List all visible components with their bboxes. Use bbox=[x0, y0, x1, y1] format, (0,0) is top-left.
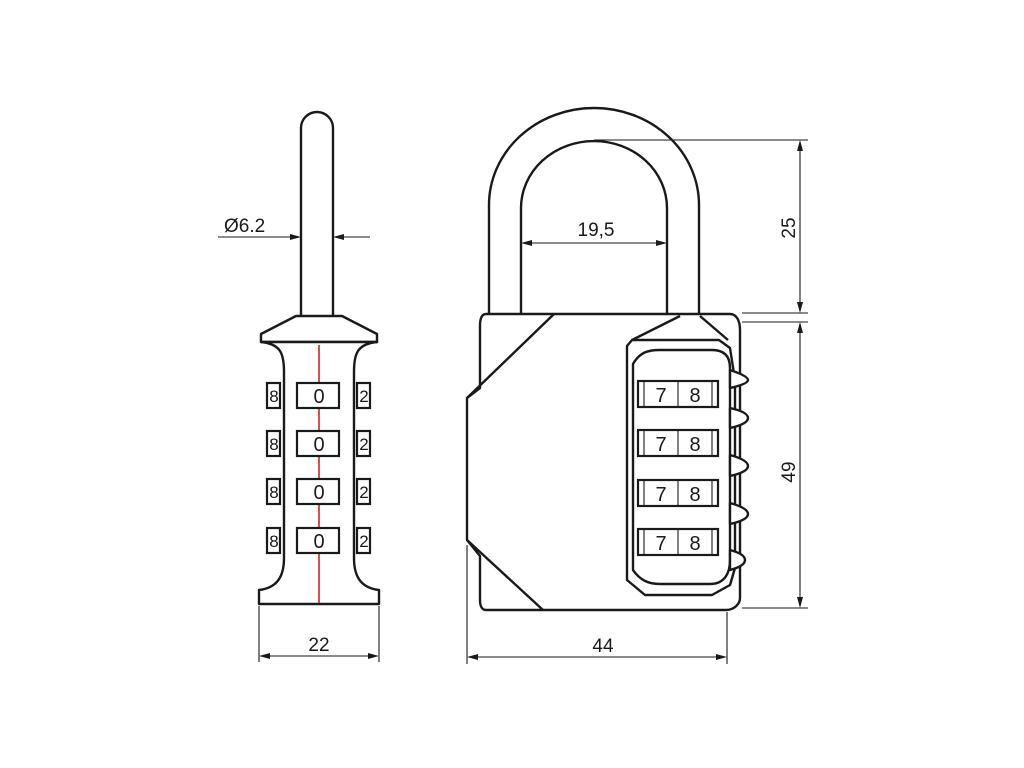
dimension-side-width-label: 22 bbox=[308, 635, 329, 656]
side-wheel-left-stub bbox=[265, 477, 282, 506]
dimension-shackle-height: 25 bbox=[594, 139, 808, 314]
side-wheel-center-digit: 0 bbox=[313, 386, 324, 408]
side-wheel-right-stub bbox=[355, 381, 372, 410]
side-wheel-window bbox=[295, 429, 341, 458]
side-wheel-left-digit: 8 bbox=[269, 483, 278, 502]
side-wheel-left-stub bbox=[265, 381, 282, 410]
dimension-side-width: 22 bbox=[258, 606, 380, 662]
front-wheel-edge bbox=[728, 501, 750, 526]
side-wheel-center-digit: 0 bbox=[313, 482, 324, 504]
dimension-inner-width: 19,5 bbox=[521, 220, 667, 246]
side-wheel-left-digit: 8 bbox=[269, 435, 278, 454]
side-wheel-window bbox=[295, 526, 341, 555]
front-body-bevel-top bbox=[466, 313, 555, 399]
dimension-shackle-diameter-label: Ø6.2 bbox=[224, 216, 265, 237]
side-wheel-center-digit: 0 bbox=[313, 531, 324, 553]
side-wheel-right-digit: 2 bbox=[359, 532, 368, 551]
side-body-cap bbox=[259, 314, 379, 344]
front-wheel-row: 7 8 bbox=[636, 379, 720, 409]
side-wheel-row: 0 8 2 bbox=[265, 381, 372, 410]
side-wheel-left-stub bbox=[265, 526, 282, 555]
side-wheel-right-digit: 2 bbox=[359, 435, 368, 454]
front-wheel-edge bbox=[728, 406, 750, 430]
front-wheel-digit-right: 8 bbox=[689, 533, 700, 555]
front-wheel-digit-left: 7 bbox=[655, 533, 666, 555]
front-wheel-row: 7 8 bbox=[636, 527, 720, 557]
side-wheel-left-stub bbox=[265, 429, 282, 458]
side-wheel-right-digit: 2 bbox=[359, 483, 368, 502]
side-wheel-row: 0 8 2 bbox=[265, 477, 372, 506]
side-shackle-rod bbox=[299, 110, 335, 320]
side-view: 0 8 2 0 8 2 0 8 2 0 8 bbox=[218, 110, 381, 662]
front-wheel-digit-left: 7 bbox=[655, 434, 666, 456]
side-wheel-right-stub bbox=[355, 429, 372, 458]
dimension-body-height-label: 49 bbox=[779, 461, 800, 482]
front-wheel-digit-left: 7 bbox=[655, 484, 666, 506]
front-wheel-row: 7 8 bbox=[636, 428, 720, 458]
front-wheel-edge bbox=[728, 548, 747, 572]
side-wheel-right-digit: 2 bbox=[359, 387, 368, 406]
dimension-body-height: 49 bbox=[742, 321, 808, 609]
front-body-bevel-bottom bbox=[466, 539, 544, 611]
front-wheel-edge bbox=[728, 368, 750, 390]
side-wheel-row: 0 8 2 bbox=[265, 526, 372, 555]
side-wheel-window bbox=[295, 381, 341, 410]
front-wheel-digit-right: 8 bbox=[689, 385, 700, 407]
front-wheel-digit-right: 8 bbox=[689, 434, 700, 456]
front-wheel-digit-left: 7 bbox=[655, 385, 666, 407]
dimension-body-width: 44 bbox=[466, 545, 728, 664]
side-wheel-right-stub bbox=[355, 477, 372, 506]
side-wheel-row: 0 8 2 bbox=[265, 429, 372, 458]
dimension-shackle-height-label: 25 bbox=[779, 217, 800, 238]
front-dial-bezel-top-edge bbox=[699, 315, 729, 341]
dimension-inner-width-label: 19,5 bbox=[578, 220, 615, 241]
side-wheel-left-digit: 8 bbox=[269, 532, 278, 551]
front-wheel-edge bbox=[728, 453, 750, 478]
front-view: 7 8 7 8 7 8 7 8 bbox=[465, 106, 808, 664]
dimension-body-width-label: 44 bbox=[592, 636, 614, 657]
front-shackle bbox=[487, 106, 701, 318]
side-wheel-left-digit: 8 bbox=[269, 387, 278, 406]
side-wheel-right-stub bbox=[355, 526, 372, 555]
side-wheel-center-digit: 0 bbox=[313, 434, 324, 456]
front-wheel-row: 7 8 bbox=[636, 478, 720, 508]
front-dial-bezel-top-edge bbox=[631, 314, 681, 342]
dimension-shackle-diameter: Ø6.2 bbox=[218, 216, 370, 240]
side-wheel-window bbox=[295, 477, 341, 506]
front-wheel-digit-right: 8 bbox=[689, 484, 700, 506]
